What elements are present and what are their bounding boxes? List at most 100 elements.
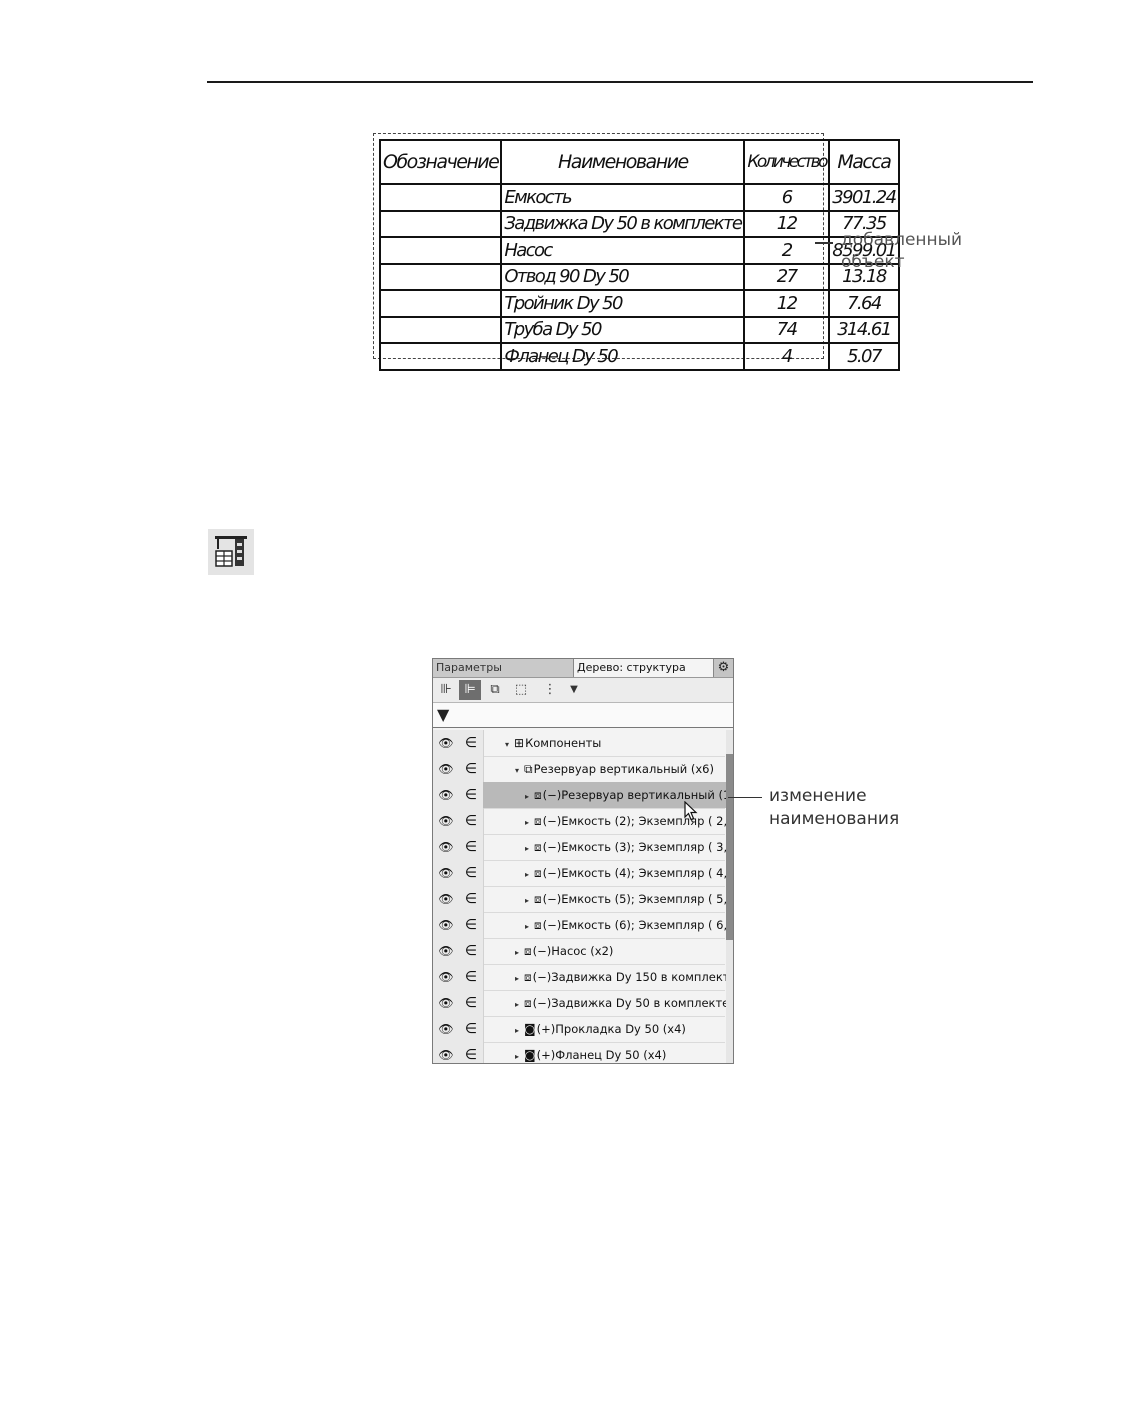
tree-node[interactable]: ▸⧈(−)Емкость (4); Экземпляр ( 4, 1 — [483, 860, 733, 886]
eye-icon[interactable]: 👁 — [433, 860, 459, 886]
collapsed-arrow-icon[interactable]: ▸ — [525, 896, 530, 905]
tree-row[interactable]: 👁∈▸⧈(−)Емкость (5); Экземпляр ( 5, 1 — [433, 886, 733, 913]
tree-scrollbar[interactable] — [726, 730, 733, 1063]
eye-icon[interactable]: 👁 — [433, 782, 459, 808]
spec-cell-name: Задвижка Dy 50 в комплекте — [500, 209, 746, 238]
eye-icon[interactable]: 👁 — [433, 756, 459, 782]
spec-cell-quantity: 4 — [743, 342, 830, 371]
eye-icon[interactable]: 👁 — [433, 964, 459, 990]
callout-rename: изменение наименования — [769, 785, 899, 831]
tree-row[interactable]: 👁∈▸⧈(−)Задвижка Dy 150 в комплекте — [433, 964, 733, 991]
tree-node[interactable]: ▸⧈(−)Задвижка Dy 150 в комплекте — [483, 964, 733, 990]
tree-node[interactable]: ▸⧈(−)Емкость (5); Экземпляр ( 5, 1 — [483, 886, 733, 912]
tree-node[interactable]: ▸⧈(−)Насос (x2) — [483, 938, 733, 964]
element-of-icon[interactable]: ∈ — [459, 782, 484, 808]
tree-node[interactable]: ▸⧈(−)Резервуар вертикальный (1) — [483, 782, 733, 808]
spec-cell-designation — [378, 209, 503, 238]
collapsed-arrow-icon[interactable]: ▸ — [525, 922, 530, 931]
collapsed-arrow-icon[interactable]: ▸ — [515, 948, 520, 957]
element-of-icon[interactable]: ∈ — [459, 756, 484, 782]
tree-row[interactable]: 👁∈▸⧈(−)Емкость (2); Экземпляр ( 2, 1 — [433, 808, 733, 835]
tree-node[interactable]: ▸ ◙(+)Фланец Dy 50 (x4) — [483, 1042, 733, 1063]
element-of-icon[interactable]: ∈ — [459, 886, 484, 912]
spec-cell-name: Труба Dy 50 — [500, 315, 746, 344]
tree-filter-options-icon[interactable]: ⋮ — [543, 682, 557, 697]
spec-cell-mass: 5.07 — [827, 342, 900, 371]
part-icon: ⧈ — [534, 814, 542, 828]
collapsed-arrow-icon[interactable]: ▸ — [525, 818, 530, 827]
part-icon: ⧈ — [524, 970, 532, 984]
scrollbar-thumb[interactable] — [726, 754, 733, 940]
spec-header-name: Наименование — [500, 139, 746, 185]
element-of-icon[interactable]: ∈ — [459, 1016, 484, 1042]
eye-icon[interactable]: 👁 — [433, 834, 459, 860]
element-of-icon[interactable]: ∈ — [459, 1042, 484, 1063]
element-of-icon[interactable]: ∈ — [459, 938, 484, 964]
eye-icon[interactable]: 👁 — [433, 990, 459, 1016]
eye-icon[interactable]: 👁 — [433, 1042, 459, 1063]
tree-node[interactable]: ▸⧈(−)Емкость (6); Экземпляр ( 6, 1 — [483, 912, 733, 938]
element-of-icon[interactable]: ∈ — [459, 912, 484, 938]
collapsed-arrow-icon[interactable]: ▸ — [515, 1026, 520, 1035]
tree-row[interactable]: 👁∈▸⧈(−)Резервуар вертикальный (1) — [433, 782, 733, 809]
insert-table-icon[interactable] — [208, 529, 254, 575]
tree-components-icon[interactable]: ⧉ — [490, 682, 500, 697]
tree-row[interactable]: 👁∈▸⧈(−)Емкость (6); Экземпляр ( 6, 1 — [433, 912, 733, 939]
tree-row[interactable]: 👁∈▸⧈(−)Емкость (3); Экземпляр ( 3, 1 — [433, 834, 733, 861]
tree-node[interactable]: ▾⧉Резервуар вертикальный (x6) — [483, 756, 733, 782]
tab-parameters[interactable]: Параметры — [433, 659, 574, 677]
tree-row[interactable]: 👁∈▸⧈(−)Задвижка Dy 50 в комплекте — [433, 990, 729, 1017]
tree-structure-icon[interactable]: ⊫ — [459, 680, 481, 700]
tree-panel: Параметры Дерево: структура ⚙ ⊪ ⊫ ⧉ ⬚ ⋮ … — [432, 658, 734, 1064]
eye-icon[interactable]: 👁 — [433, 938, 459, 964]
chevron-down-icon[interactable]: ▼ — [570, 684, 578, 695]
tree-row[interactable]: 👁∈ ▸ ◙(+)Фланец Dy 50 (x4) — [433, 1042, 725, 1063]
tree-row[interactable]: 👁∈▸⧈(−)Емкость (4); Экземпляр ( 4, 1 — [433, 860, 733, 887]
gear-icon[interactable]: ⚙ — [713, 659, 733, 677]
collapsed-arrow-icon[interactable]: ▸ — [525, 870, 530, 879]
element-of-icon[interactable]: ∈ — [459, 964, 484, 990]
element-of-icon[interactable]: ∈ — [459, 834, 484, 860]
eye-icon[interactable]: 👁 — [433, 912, 459, 938]
tree-selection-icon[interactable]: ⬚ — [514, 682, 528, 697]
collapsed-arrow-icon[interactable]: ▸ — [515, 974, 520, 983]
tree-sequence-icon[interactable]: ⊪ — [440, 682, 452, 697]
eye-icon[interactable]: 👁 — [433, 1016, 459, 1042]
expanded-arrow-icon[interactable]: ▾ — [505, 740, 510, 749]
spec-cell-quantity: 12 — [743, 289, 830, 318]
expanded-arrow-icon[interactable]: ▾ — [515, 766, 520, 775]
spec-cell-quantity: 27 — [743, 262, 830, 291]
tree-node[interactable]: ▸◙(+)Прокладка Dy 50 (x4) — [483, 1016, 733, 1042]
spec-cell-quantity: 2 — [743, 236, 830, 265]
element-of-icon[interactable]: ∈ — [459, 730, 484, 756]
collapsed-arrow-icon[interactable]: ▸ — [515, 1000, 520, 1009]
tree-row[interactable]: 👁∈▸◙(+)Прокладка Dy 50 (x4) — [433, 1016, 725, 1043]
funnel-icon[interactable]: ▼ — [437, 705, 450, 724]
tree-search-input[interactable] — [459, 705, 733, 727]
element-of-icon[interactable]: ∈ — [459, 808, 484, 834]
collapsed-arrow-icon[interactable]: ▸ — [525, 844, 530, 853]
tree-row[interactable]: 👁∈▾⊞Компоненты — [433, 730, 725, 757]
tree-node[interactable]: ▸⧈(−)Задвижка Dy 50 в комплекте — [483, 990, 733, 1016]
part-icon: ◙ — [524, 1048, 536, 1062]
tree-node-label: (+)Фланец Dy 50 (x4) — [536, 1048, 667, 1062]
tree-node[interactable]: ▸⧈(−)Емкость (3); Экземпляр ( 3, 1 — [483, 834, 733, 860]
tree-row[interactable]: 👁∈▾⧉Резервуар вертикальный (x6) — [433, 756, 725, 783]
callout-leader-added-object — [815, 242, 833, 244]
eye-icon[interactable]: 👁 — [433, 808, 459, 834]
tree-node[interactable]: ▸⧈(−)Емкость (2); Экземпляр ( 2, 1 — [483, 808, 733, 834]
eye-icon[interactable]: 👁 — [433, 730, 459, 756]
element-of-icon[interactable]: ∈ — [459, 860, 484, 886]
spec-cell-quantity: 12 — [743, 209, 830, 238]
spec-cell-name: Насос — [500, 236, 746, 265]
tab-tree-structure[interactable]: Дерево: структура — [574, 659, 714, 677]
element-of-icon[interactable]: ∈ — [459, 990, 484, 1016]
collapsed-arrow-icon[interactable]: ▸ — [525, 792, 530, 801]
callout-added-object-line1: добавленный — [841, 230, 963, 250]
collapsed-arrow-icon[interactable]: ▸ — [515, 1052, 520, 1061]
tree-row[interactable]: 👁∈▸⧈(−)Насос (x2) — [433, 938, 725, 965]
eye-icon[interactable]: 👁 — [433, 886, 459, 912]
tree-node[interactable]: ▾⊞Компоненты — [483, 730, 733, 756]
